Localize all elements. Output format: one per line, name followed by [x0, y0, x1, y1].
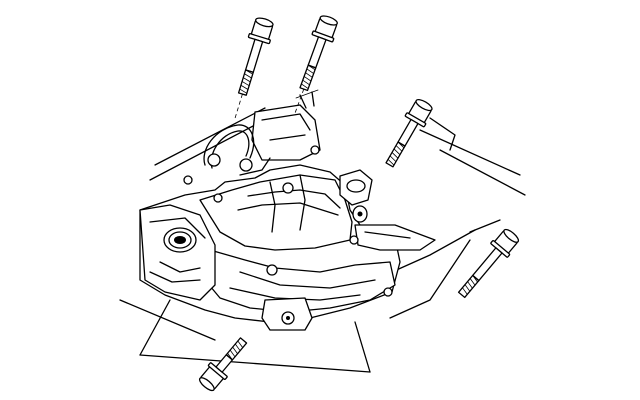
- bolt-3: [385, 98, 433, 168]
- bolt-4: [457, 228, 520, 299]
- wire-harness: [203, 89, 319, 176]
- seal-ring: [149, 227, 201, 283]
- chassis-frame: [119, 107, 526, 373]
- bolt-2: [294, 15, 338, 113]
- mount-bracket: [139, 104, 436, 331]
- bolt-5: [198, 337, 248, 392]
- bolt-1: [233, 17, 274, 121]
